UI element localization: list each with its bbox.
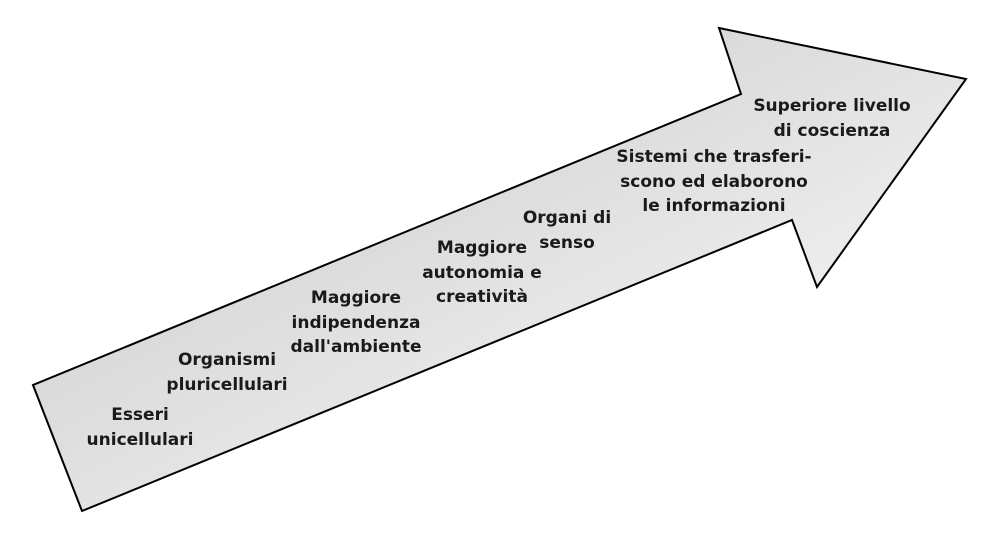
- label-line: senso: [539, 232, 595, 253]
- step-indipendenza: Maggiore indipendenza dall'ambiente: [291, 286, 422, 360]
- label-line: Superiore livello: [753, 96, 911, 116]
- label-line: Maggiore: [310, 288, 402, 308]
- step-esseri-unicellulari: Esseri unicellulari: [87, 403, 194, 452]
- label-line: dall'ambiente: [290, 337, 422, 357]
- label-line: Organi di: [522, 208, 612, 228]
- step-sistemi-informazioni: Sistemi che trasferi- scono ed elaborono…: [616, 145, 811, 219]
- step-organismi-pluricellulari: Organismi pluricellulari: [166, 348, 287, 397]
- arrow-shape: [31, 26, 968, 513]
- label-line: le informazioni: [642, 196, 786, 216]
- label-line: autonomia e: [422, 262, 542, 283]
- step-autonomia: Maggiore autonomia e creatività: [422, 236, 542, 310]
- label-line: Sistemi che trasferi-: [616, 147, 812, 167]
- step-organi-di-senso: Organi di senso: [523, 206, 611, 255]
- label-line: unicellulari: [86, 429, 194, 450]
- label-line: di coscienza: [773, 120, 891, 141]
- label-line: Maggiore: [436, 238, 528, 258]
- label-line: scono ed elaborono: [620, 171, 808, 192]
- label-line: Esseri: [111, 405, 169, 425]
- label-line: pluricellulari: [166, 374, 288, 395]
- label-line: creatività: [436, 287, 528, 307]
- label-line: indipendenza: [291, 312, 421, 333]
- step-superiore-coscienza: Superiore livello di coscienza: [753, 94, 910, 143]
- label-line: Organismi: [177, 350, 277, 370]
